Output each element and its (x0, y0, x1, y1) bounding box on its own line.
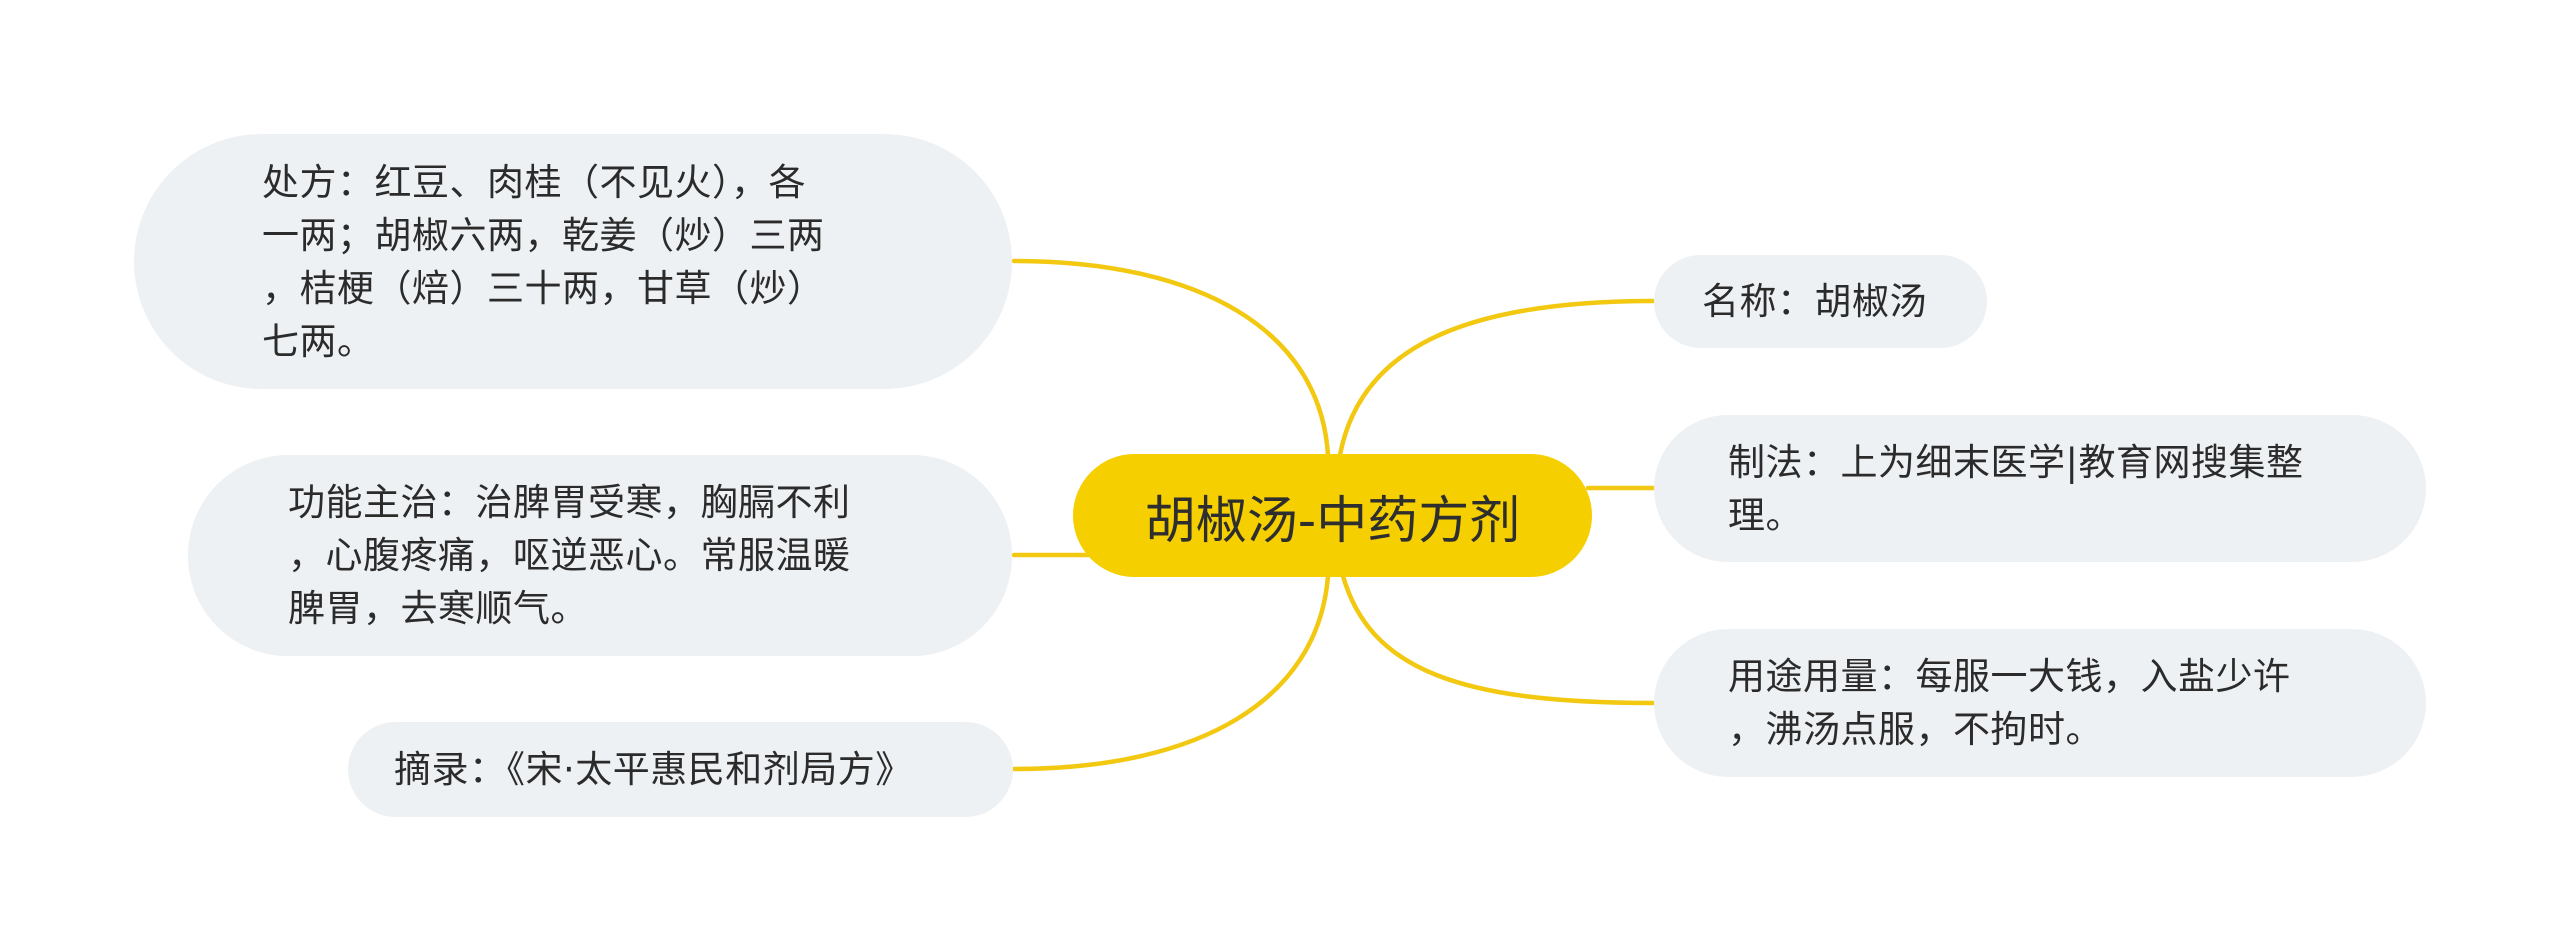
root-node[interactable]: 胡椒汤-中药方剂 (1073, 454, 1592, 577)
node-usage-text: 用途用量：每服一大钱，入盐少许 ，沸汤点服，不拘时。 (1728, 655, 2291, 751)
node-indications-text: 功能主治：治脾胃受寒，胸膈不利 ，心腹疼痛，呕逆恶心。常服温暖 脾胃，去寒顺气。 (288, 481, 851, 630)
node-excerpt[interactable]: 摘录：《宋·太平惠民和剂局方》 (348, 722, 1013, 817)
root-label: 胡椒汤-中药方剂 (1144, 491, 1521, 551)
node-usage[interactable]: 用途用量：每服一大钱，入盐少许 ，沸汤点服，不拘时。 (1654, 629, 2426, 777)
node-indications[interactable]: 功能主治：治脾胃受寒，胸膈不利 ，心腹疼痛，呕逆恶心。常服温暖 脾胃，去寒顺气。 (188, 455, 1012, 656)
node-prescription-text: 处方：红豆、肉桂（不见火），各 一两；胡椒六两，乾姜（炒）三两 ，桔梗（焙）三十… (262, 160, 825, 363)
link-name (1337, 298, 1656, 458)
node-excerpt-text: 摘录：《宋·太平惠民和剂局方》 (394, 748, 913, 791)
node-preparation-text: 制法：上为细末医学|教育网搜集整 理。 (1728, 440, 2304, 537)
node-preparation[interactable]: 制法：上为细末医学|教育网搜集整 理。 (1654, 415, 2426, 562)
node-name[interactable]: 名称：胡椒汤 (1654, 255, 1987, 348)
node-name-text: 名称：胡椒汤 (1702, 280, 1927, 323)
node-prescription[interactable]: 处方：红豆、肉桂（不见火），各 一两；胡椒六两，乾姜（炒）三两 ，桔梗（焙）三十… (134, 134, 1012, 389)
link-usage (1340, 573, 1656, 706)
link-prescription (1011, 258, 1331, 458)
link-excerpt (1011, 573, 1331, 772)
